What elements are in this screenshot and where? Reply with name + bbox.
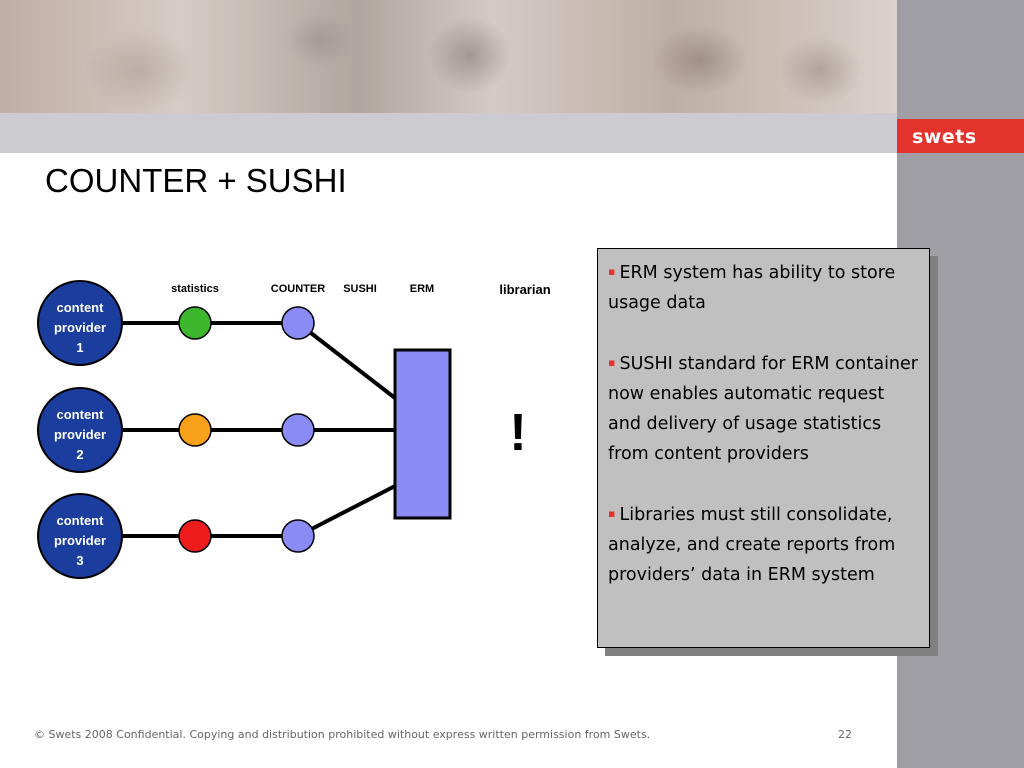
content-provider-2 xyxy=(37,387,123,473)
label-librarian: librarian xyxy=(499,282,550,297)
info-bullet-2: ▪SUSHI standard for ERM container now en… xyxy=(608,348,921,469)
content-provider-3-label: provider xyxy=(54,533,106,548)
bullet-icon: ▪ xyxy=(608,265,616,278)
info-bullet-text: SUSHI standard for ERM container now ena… xyxy=(608,354,918,464)
content-provider-1-label: 1 xyxy=(76,340,83,355)
label-erm: ERM xyxy=(410,283,434,295)
statistics-node-2 xyxy=(178,413,212,447)
page-number: 22 xyxy=(838,728,852,741)
erm-link-3 xyxy=(297,484,396,538)
counter-node-2 xyxy=(281,413,315,447)
statistics-node-3 xyxy=(178,519,212,553)
counter-sushi-diagram: statistics COUNTER SUSHI ERM librarian c… xyxy=(37,280,551,579)
erm-box xyxy=(393,348,452,520)
content-provider-2-label: content xyxy=(57,407,105,422)
info-bullet-text: Libraries must still consolidate, analyz… xyxy=(608,505,896,585)
content-provider-3-label: content xyxy=(57,513,105,528)
exclamation-mark: ! xyxy=(509,404,526,462)
info-bullet-text: ERM system has ability to store usage da… xyxy=(608,263,896,313)
swets-logo xyxy=(897,119,1024,153)
content-provider-3 xyxy=(37,493,123,579)
header-photo xyxy=(0,0,897,113)
info-bullet-1: ▪ERM system has ability to store usage d… xyxy=(608,257,921,318)
counter-node-3 xyxy=(281,519,315,553)
label-statistics: statistics xyxy=(171,283,219,295)
counter-node-1 xyxy=(281,306,315,340)
erm-link-1 xyxy=(296,321,397,400)
header-band xyxy=(0,113,897,153)
info-box: ▪ERM system has ability to store usage d… xyxy=(597,248,930,648)
content-provider-1-label: content xyxy=(57,300,105,315)
content-provider-2-label: 2 xyxy=(76,447,83,462)
label-sushi: SUSHI xyxy=(343,283,377,295)
swets-logo-text: swets xyxy=(912,126,977,148)
statistics-node-1 xyxy=(178,306,212,340)
info-bullet-3: ▪Libraries must still consolidate, analy… xyxy=(608,499,921,590)
content-provider-1 xyxy=(37,280,123,366)
content-provider-1-label: provider xyxy=(54,320,106,335)
content-provider-2-label: provider xyxy=(54,427,106,442)
content-provider-3-label: 3 xyxy=(76,553,83,568)
footer-copyright: © Swets 2008 Confidential. Copying and d… xyxy=(34,728,651,741)
bullet-icon: ▪ xyxy=(608,356,616,369)
slide-title: COUNTER + SUSHI xyxy=(45,162,347,199)
bullet-icon: ▪ xyxy=(608,507,616,520)
label-counter: COUNTER xyxy=(271,283,325,295)
